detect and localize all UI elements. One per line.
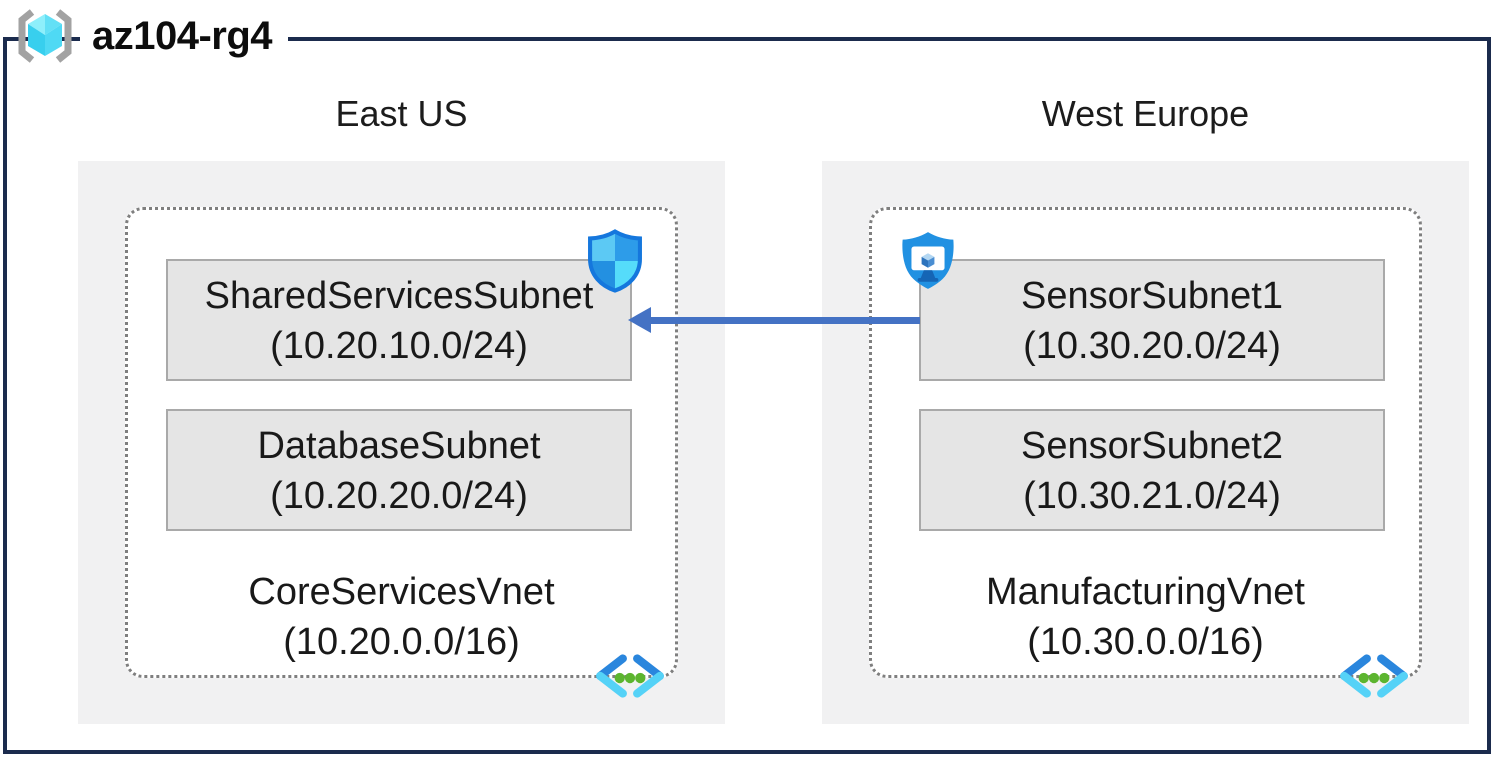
vnet-cidr: (10.30.0.0/16) [1027, 621, 1264, 663]
resource-group-frame [3, 37, 1491, 754]
subnet-cidr: (10.30.21.0/24) [1023, 475, 1281, 517]
subnet-cidr: (10.20.10.0/24) [270, 325, 528, 367]
peering-traffic-arrow [628, 305, 920, 335]
region-header-east-us: East US [335, 93, 468, 134]
virtual-network-icon [596, 654, 664, 698]
vnet-label-coreservicesvnet: CoreServicesVnet (10.20.0.0/16) [128, 567, 675, 667]
subnet-cidr: (10.20.20.0/24) [270, 475, 528, 517]
resource-group-label: az104-rg4 [10, 6, 289, 66]
subnet-name: SensorSubnet2 [1021, 425, 1283, 467]
vnet-cidr: (10.20.0.0/16) [283, 621, 520, 663]
vnet-name: CoreServicesVnet [248, 571, 555, 613]
subnet-databasesubnet: DatabaseSubnet (10.20.20.0/24) [166, 409, 632, 531]
subnet-cidr: (10.30.20.0/24) [1023, 325, 1281, 367]
security-shield-icon [588, 229, 642, 293]
subnet-sharedservicessubnet: SharedServicesSubnet (10.20.10.0/24) [166, 259, 632, 381]
resource-group-icon [18, 9, 72, 63]
subnet-name: SensorSubnet1 [1021, 275, 1283, 317]
vnet-box-manufacturingvnet: SensorSubnet1 (10.30.20.0/24) SensorSubn… [869, 207, 1422, 698]
region-header-west-europe: West Europe [1041, 93, 1250, 134]
arrow-shaft [648, 317, 920, 324]
vnet-box-coreservicesvnet: SharedServicesSubnet (10.20.10.0/24) Dat… [125, 207, 678, 698]
shield-monitor-icon [902, 232, 954, 289]
virtual-network-icon [1340, 654, 1408, 698]
vnet-label-manufacturingvnet: ManufacturingVnet (10.30.0.0/16) [872, 567, 1419, 667]
subnet-name: SharedServicesSubnet [204, 275, 594, 317]
vnet-name: ManufacturingVnet [986, 571, 1305, 613]
resource-group-name: az104-rg4 [80, 6, 289, 66]
subnet-sensorsubnet1: SensorSubnet1 (10.30.20.0/24) [919, 259, 1385, 381]
arrow-head [628, 307, 651, 333]
subnet-name: DatabaseSubnet [257, 425, 541, 467]
subnet-sensorsubnet2: SensorSubnet2 (10.30.21.0/24) [919, 409, 1385, 531]
